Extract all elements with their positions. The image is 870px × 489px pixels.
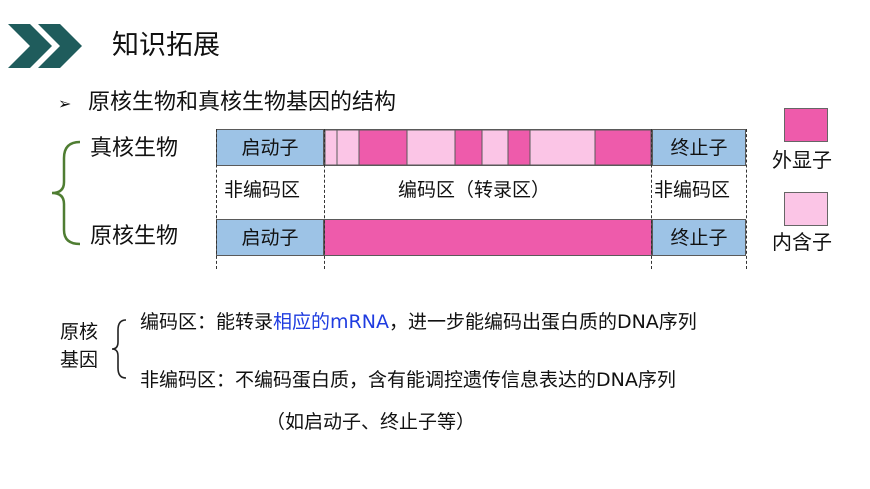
boundary-dash-right xyxy=(746,129,747,269)
noncoding-left-label: 非编码区 xyxy=(224,179,301,201)
segment-exon xyxy=(358,130,408,165)
header-chevron-icon xyxy=(8,24,82,68)
boundary-dash-coding-end xyxy=(651,129,652,269)
prokaryote-gene-label-line2: 基因 xyxy=(60,349,99,371)
legend-exon-label: 外显子 xyxy=(772,148,832,172)
eukaryote-label: 真核生物 xyxy=(90,136,179,161)
promoter-label: 启动子 xyxy=(241,137,299,159)
segment-intron xyxy=(481,130,509,165)
segment-intron xyxy=(325,130,338,165)
segment-intron xyxy=(406,130,456,165)
boundary-dash-left xyxy=(216,129,217,269)
coding-region-label: 编码区（转录区） xyxy=(398,179,551,201)
eukaryote-coding-segments xyxy=(325,130,651,165)
section-title: 原核生物和真核生物基因的结构 xyxy=(88,90,397,115)
coding-note-prefix: 编码区：能转录 xyxy=(140,311,274,333)
promoter-label: 启动子 xyxy=(241,227,299,249)
prokaryote-promoter: 启动子 xyxy=(216,219,324,256)
eukaryote-coding-region xyxy=(324,129,652,166)
coding-note-suffix: ，进一步能编码出蛋白质的DNA序列 xyxy=(388,311,697,333)
legend-intron-swatch xyxy=(784,192,828,226)
coding-note: 编码区：能转录相应的mRNA，进一步能编码出蛋白质的DNA序列 xyxy=(140,308,697,336)
segment-exon xyxy=(454,130,483,165)
notes-brace-icon xyxy=(111,319,127,379)
boundary-dash-coding-start xyxy=(324,129,325,269)
bullet-arrow-icon: ➢ xyxy=(58,94,72,113)
prokaryote-coding-exon xyxy=(324,219,652,256)
segment-intron xyxy=(529,130,596,165)
segment-exon xyxy=(507,130,531,165)
noncoding-example-note: （如启动子、终止子等） xyxy=(266,411,476,433)
segment-exon xyxy=(594,130,651,165)
legend-intron-label: 内含子 xyxy=(772,230,832,254)
noncoding-right-label: 非编码区 xyxy=(654,179,731,201)
coding-note-highlight: 相应的mRNA xyxy=(273,311,389,333)
noncoding-note: 非编码区：不编码蛋白质，含有能调控遗传信息表达的DNA序列 xyxy=(140,369,676,391)
prokaryote-terminator: 终止子 xyxy=(652,219,746,256)
terminator-label: 终止子 xyxy=(670,137,728,159)
eukaryote-terminator: 终止子 xyxy=(652,129,746,166)
prokaryote-gene-label-line1: 原核 xyxy=(60,321,99,343)
eukaryote-promoter: 启动子 xyxy=(216,129,324,166)
terminator-label: 终止子 xyxy=(670,227,728,249)
green-brace-icon xyxy=(51,140,81,246)
page-title: 知识拓展 xyxy=(112,30,220,61)
legend-exon-swatch xyxy=(784,108,828,142)
prokaryote-label: 原核生物 xyxy=(90,224,179,249)
segment-intron xyxy=(336,130,360,165)
